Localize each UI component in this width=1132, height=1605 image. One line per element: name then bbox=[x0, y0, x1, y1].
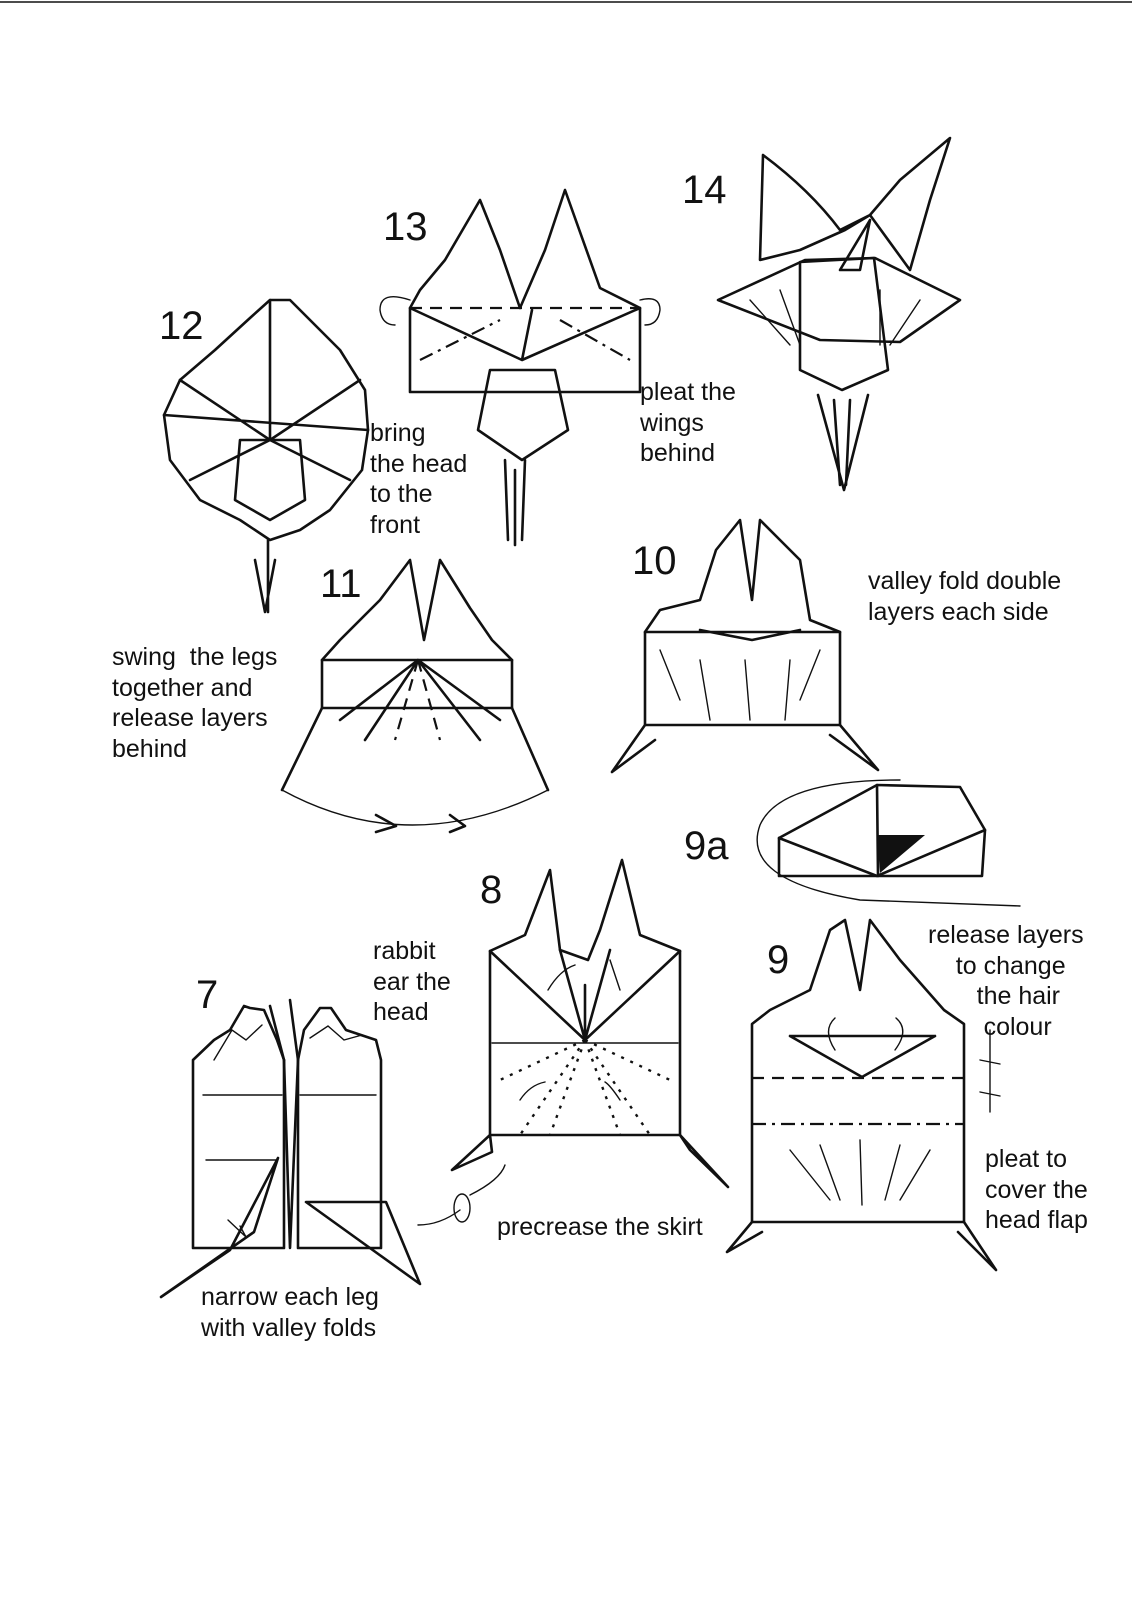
step-9-number: 9 bbox=[767, 938, 790, 982]
step-10-number: 10 bbox=[632, 539, 677, 583]
step-9-caption-pleat: pleat to cover the head flap bbox=[985, 1145, 1088, 1234]
step-11-drawing bbox=[280, 558, 550, 834]
step-13-drawing bbox=[379, 188, 661, 547]
step-8-caption: rabbit ear the head bbox=[373, 937, 451, 1026]
step-7-caption: narrow each leg with valley folds bbox=[201, 1283, 379, 1342]
step-11-caption: swing the legs together and release laye… bbox=[112, 643, 278, 763]
step-8-caption-skirt: precrease the skirt bbox=[497, 1213, 703, 1241]
step-9a-number: 9a bbox=[684, 824, 729, 868]
step-9-caption: release layers to change the hair colour bbox=[928, 921, 1084, 1041]
step-9-drawing bbox=[725, 918, 1001, 1272]
step-12-drawing bbox=[162, 298, 370, 614]
step-8-number: 8 bbox=[480, 868, 503, 912]
step-14-drawing bbox=[716, 136, 962, 492]
step-8-drawing bbox=[417, 858, 730, 1226]
step-9a-drawing bbox=[756, 779, 1021, 907]
step-12-number: 12 bbox=[159, 304, 204, 348]
step-12-caption: bring the head to the front bbox=[370, 419, 468, 539]
step-10-drawing bbox=[610, 518, 880, 774]
step-7-number: 7 bbox=[196, 973, 219, 1017]
step-13-caption: pleat the wings behind bbox=[640, 378, 736, 467]
step-10-caption: valley fold double layers each side bbox=[868, 567, 1062, 626]
step-7-drawing bbox=[159, 998, 422, 1299]
step-13-number: 13 bbox=[383, 205, 428, 249]
step-14-number: 14 bbox=[682, 168, 727, 212]
step-11-number: 11 bbox=[320, 562, 362, 606]
